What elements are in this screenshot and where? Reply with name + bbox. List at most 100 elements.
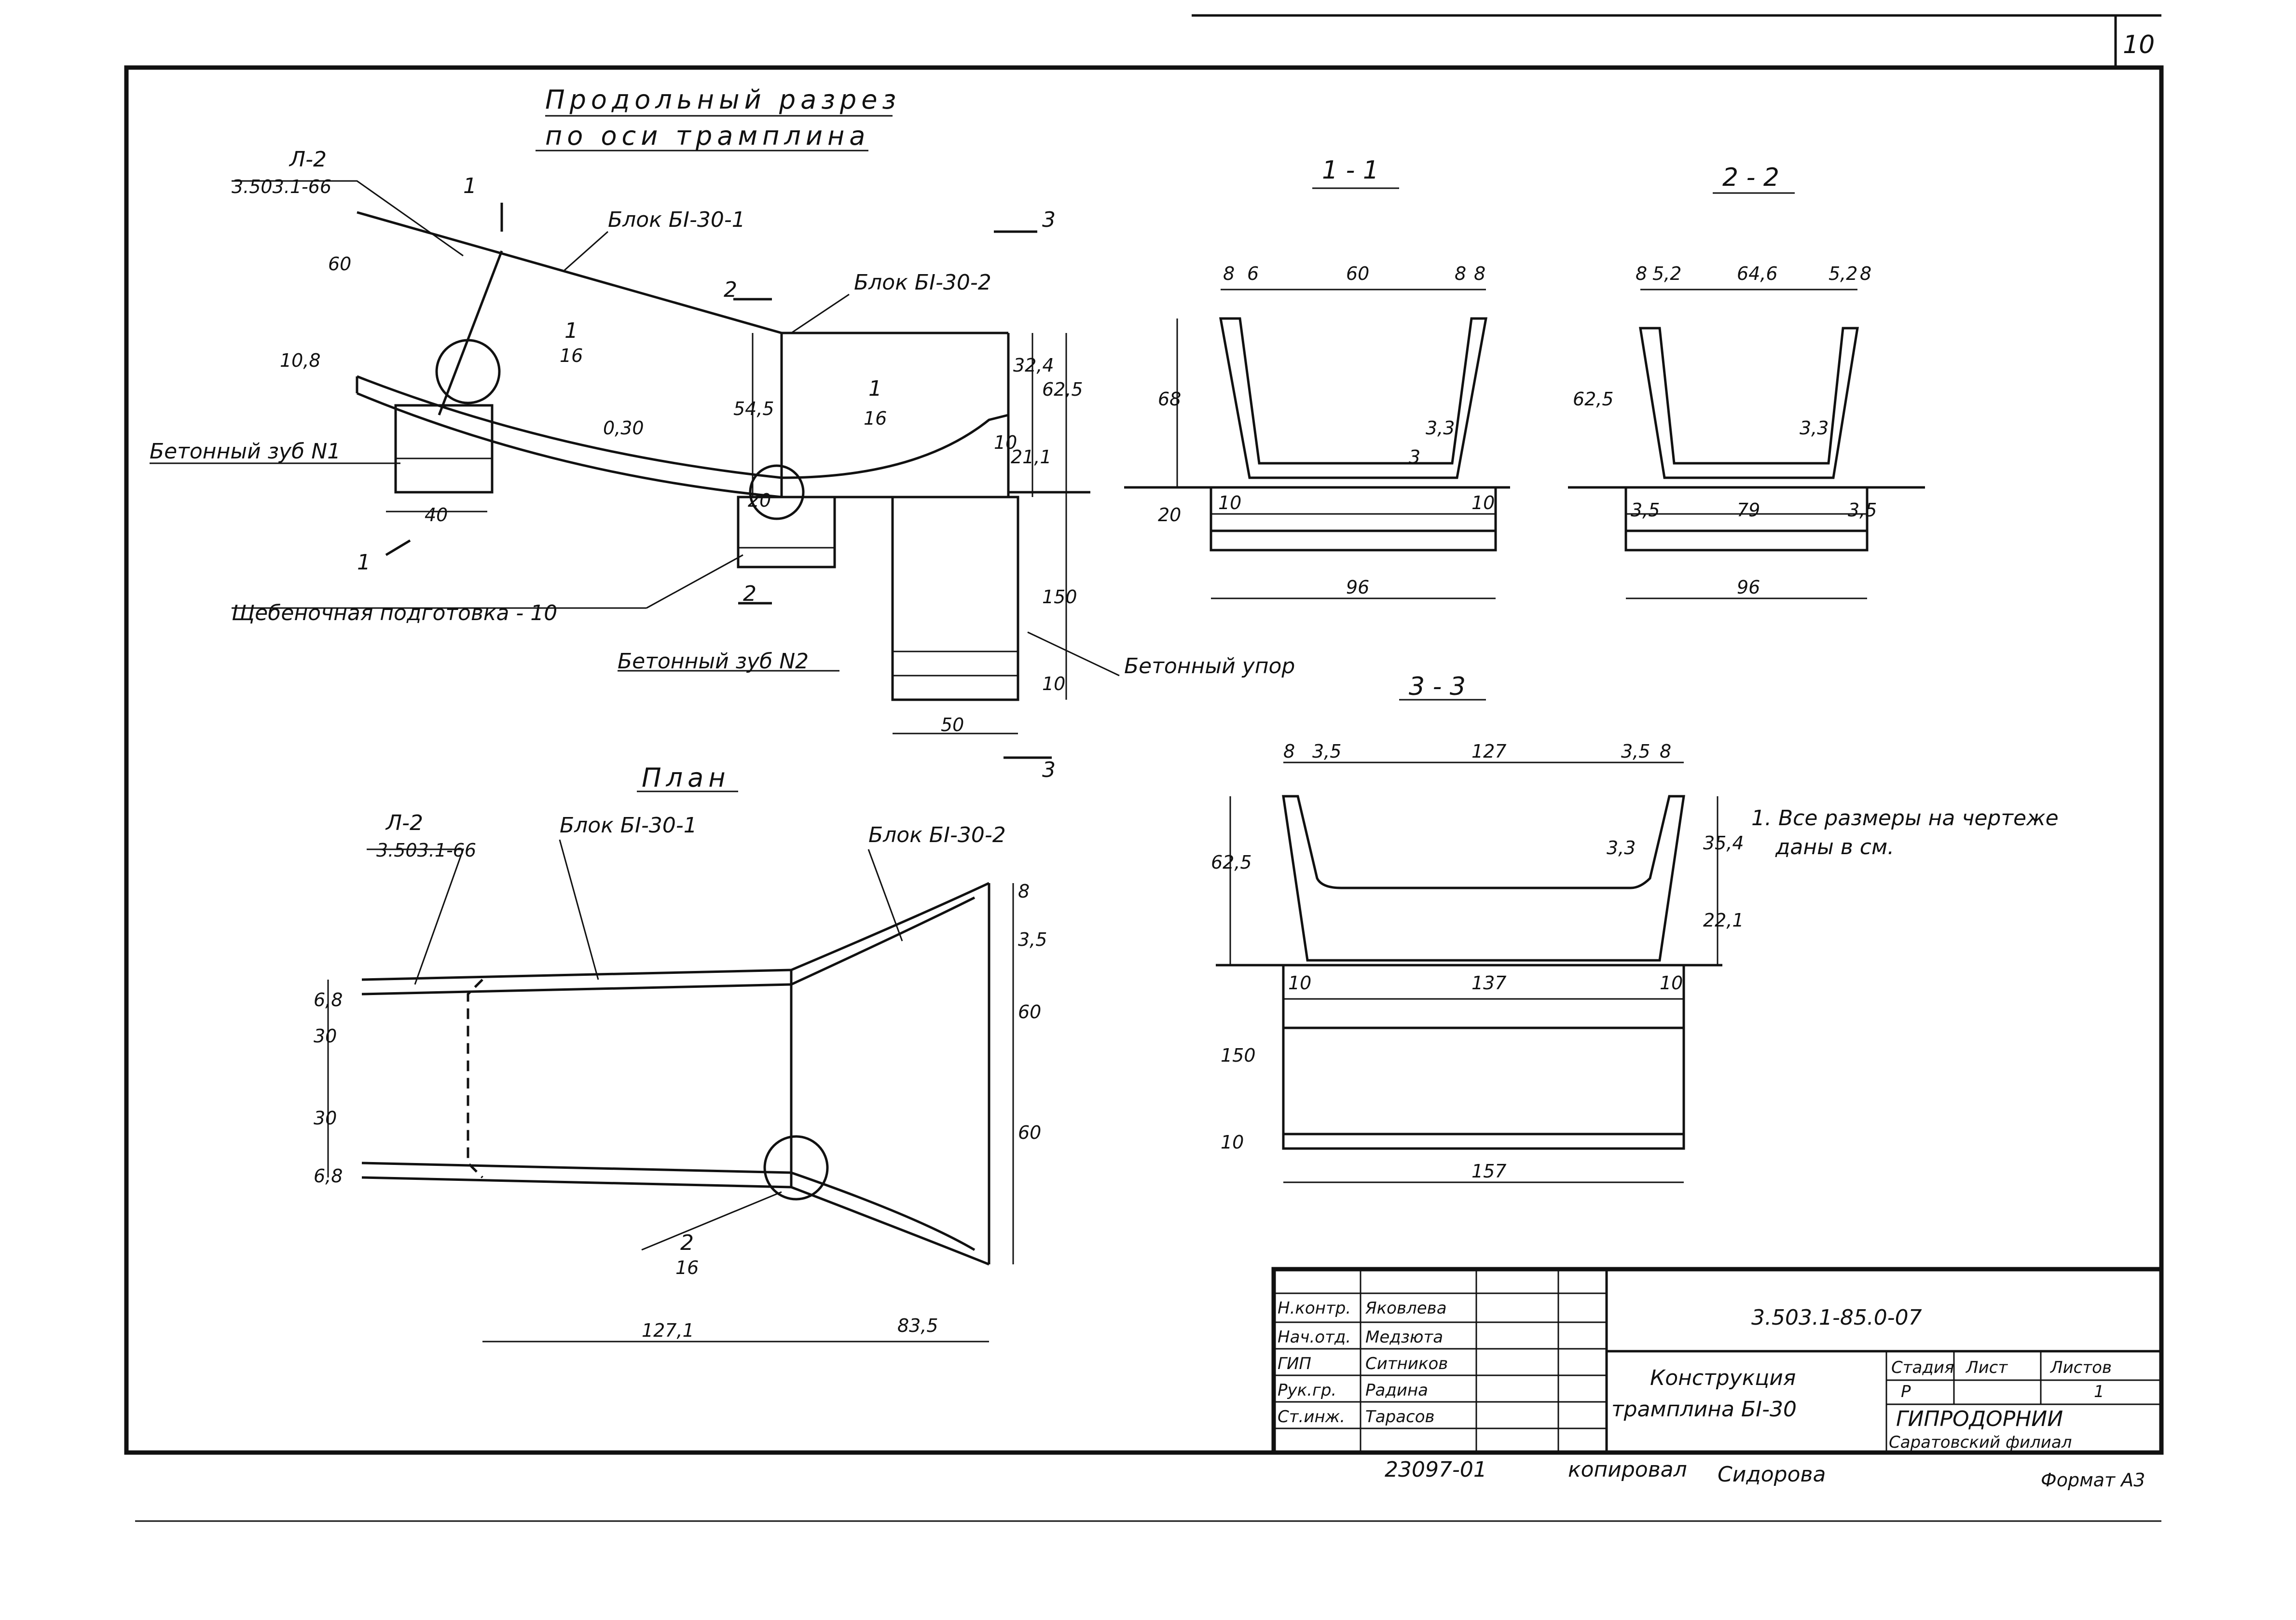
- ref-sheet-top: Л-2: [289, 147, 327, 172]
- sheet-frame: [124, 14, 2164, 1522]
- signature-role: Ст.инж.: [1278, 1407, 1345, 1426]
- dim-50: 50: [941, 714, 964, 735]
- s11-8c: 8: [1474, 263, 1485, 284]
- s11-20: 20: [1158, 504, 1181, 526]
- signature-name: Тарасов: [1365, 1407, 1435, 1426]
- org-name: ГИПРОДОРНИИ: [1896, 1407, 2063, 1431]
- label-stop: Бетонный упор: [1124, 654, 1295, 678]
- node1b-den: 16: [864, 408, 887, 429]
- s11-60: 60: [1346, 263, 1369, 284]
- s11-3-3: 3,3: [1426, 417, 1455, 439]
- label-block2-section: Блок БI-30-2: [854, 270, 991, 295]
- dim-60: 60: [328, 253, 351, 275]
- plan-view: [327, 790, 1014, 1343]
- s33-10b: 10: [1660, 972, 1683, 994]
- dim-54-5: 54,5: [733, 398, 774, 419]
- s33-3-5a: 3,5: [1312, 741, 1341, 762]
- s33-10a: 10: [1288, 972, 1311, 994]
- s22-62-5: 62,5: [1573, 388, 1614, 410]
- plan-label-block2: Блок БI-30-2: [868, 823, 1006, 847]
- label-gravel: Щебеночная подготовка - 10: [232, 601, 557, 625]
- s33-22-1: 22,1: [1703, 910, 1744, 931]
- cut2-bottom: 2: [743, 582, 756, 606]
- plan-3-5: 3,5: [1018, 929, 1047, 950]
- section-2-2-title: 2 - 2: [1722, 163, 1779, 192]
- dim-10-8: 10,8: [280, 350, 321, 371]
- s33-127: 127: [1471, 741, 1507, 762]
- dim-62-5: 62,5: [1042, 379, 1083, 400]
- dim-40: 40: [425, 504, 448, 526]
- s33-157: 157: [1471, 1161, 1507, 1182]
- plan-127-1: 127,1: [642, 1320, 694, 1341]
- dim-150: 150: [1042, 586, 1077, 608]
- s33-8a: 8: [1283, 741, 1295, 762]
- note-line2: даны в см.: [1775, 835, 1894, 859]
- cut2-top: 2: [724, 277, 737, 302]
- longitudinal-title: Продольный разрез: [545, 84, 901, 115]
- note-line1: 1. Все размеры на чертеже: [1751, 806, 2059, 831]
- plan-30a: 30: [314, 1025, 337, 1047]
- section-2-2: [1568, 192, 1925, 599]
- section-3-3-title: 3 - 3: [1409, 672, 1466, 701]
- label-tooth1: Бетонный зуб N1: [150, 439, 341, 464]
- s22-8a: 8: [1636, 263, 1647, 284]
- plan-title: План: [642, 762, 730, 793]
- plan-ref-sheet: Л-2: [385, 811, 423, 835]
- bottom-note: 23097-01: [1385, 1457, 1487, 1482]
- s33-3-3: 3,3: [1607, 837, 1636, 858]
- s11-96: 96: [1346, 577, 1369, 598]
- signature-role: Н.контр.: [1278, 1299, 1351, 1318]
- s11-10b: 10: [1471, 492, 1495, 513]
- s11-10: 10: [1218, 492, 1241, 513]
- s33-35-4: 35,4: [1703, 832, 1744, 854]
- plan-6-8b: 6,8: [314, 1165, 343, 1187]
- dim-10-top: 10: [994, 432, 1017, 453]
- s11-8b: 8: [1455, 263, 1466, 284]
- dim-32-4: 32,4: [1013, 355, 1054, 376]
- longitudinal-section: Продольный разрез по оси трамплина: [150, 84, 1120, 759]
- s33-10c: 10: [1221, 1132, 1244, 1153]
- node1-den: 16: [560, 345, 583, 366]
- s11-68: 68: [1158, 388, 1181, 410]
- ref-series-top: 3.503.1-66: [232, 176, 331, 197]
- label-tooth2: Бетонный зуб N2: [618, 649, 809, 674]
- drawing-code: 3.503.1-85.0-07: [1751, 1305, 1922, 1330]
- s22-3-5a: 3,5: [1631, 499, 1660, 521]
- s22-5-2a: 5,2: [1652, 263, 1681, 284]
- plan-ref-series: 3.503.1-66: [376, 840, 476, 861]
- node2-den: 16: [675, 1257, 699, 1278]
- plan-8: 8: [1018, 881, 1030, 902]
- label-slope: 0,30: [603, 417, 644, 439]
- cut1-top: 1: [463, 174, 477, 198]
- s22-3-5b: 3,5: [1848, 499, 1877, 521]
- format-label: Формат А3: [2041, 1469, 2145, 1491]
- s33-62-5: 62,5: [1211, 852, 1252, 873]
- signature-role: ГИП: [1278, 1354, 1311, 1373]
- sheet-header: Лист: [1965, 1358, 2008, 1377]
- s22-5-2b: 5,2: [1829, 263, 1857, 284]
- node2-num: 2: [680, 1231, 694, 1255]
- signature-name: Медзюта: [1365, 1328, 1443, 1347]
- drawing-title-2: трамплина БI-30: [1611, 1397, 1797, 1422]
- copied-label: копировал: [1568, 1457, 1687, 1482]
- node1-num: 1: [564, 318, 578, 343]
- section-3-3: [1216, 699, 1722, 1183]
- org-branch: Саратовский филиал: [1889, 1433, 2072, 1452]
- dim-21-1: 21,1: [1011, 446, 1052, 468]
- s33-3-5b: 3,5: [1621, 741, 1650, 762]
- copied-name: Сидорова: [1718, 1462, 1826, 1487]
- signature-name: Радина: [1365, 1381, 1428, 1400]
- stage-header: Стадия: [1891, 1358, 1954, 1377]
- s33-137: 137: [1471, 972, 1507, 994]
- sheets-value: 1: [2094, 1382, 2104, 1401]
- section-1-1-title: 1 - 1: [1322, 156, 1379, 185]
- dim-10-bottom: 10: [1042, 673, 1065, 694]
- longitudinal-subtitle: по оси трамплина: [545, 121, 870, 151]
- plan-30b: 30: [314, 1108, 337, 1129]
- label-block1-section: Блок БI-30-1: [608, 208, 745, 232]
- s33-150: 150: [1221, 1045, 1256, 1066]
- s22-64-6: 64,6: [1737, 263, 1778, 284]
- stage-value: Р: [1901, 1382, 1911, 1401]
